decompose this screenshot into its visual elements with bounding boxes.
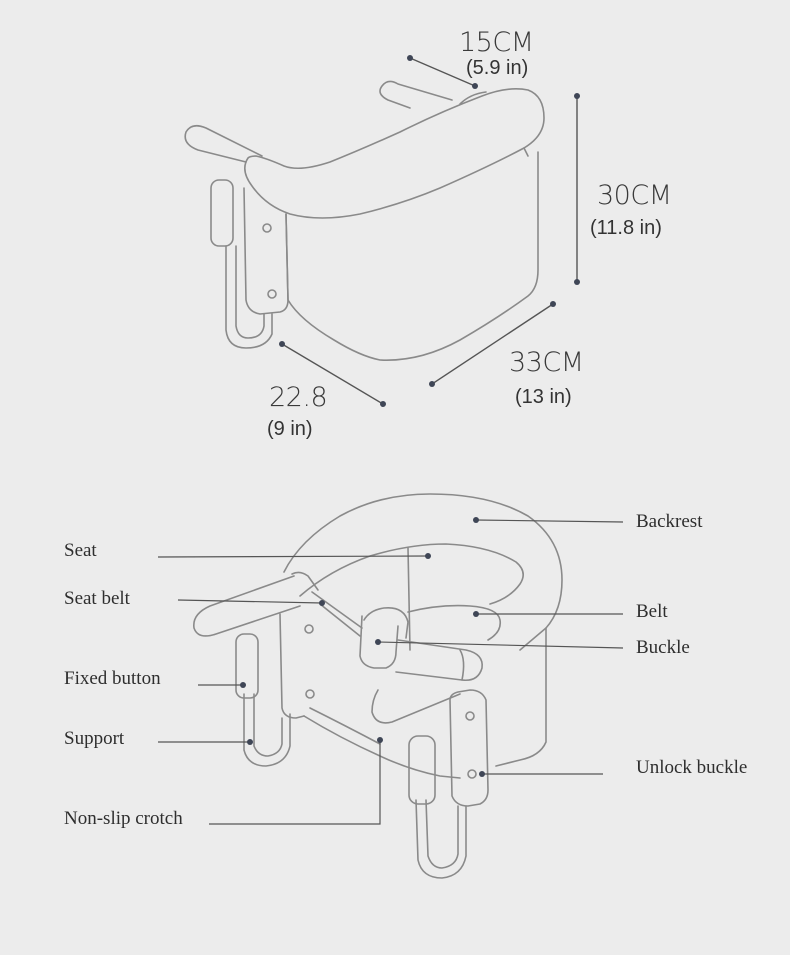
label-backrest: Backrest [636,511,703,532]
bottom-chair-drawing [193,493,563,879]
width-value: 33CM [509,347,584,378]
part-dots [240,517,485,777]
part-leader-lines [157,519,624,825]
width-imperial: (13 in) [515,386,572,408]
height-value: 30CM [597,180,672,211]
length-imperial: (9 in) [267,418,313,440]
label-fixed-button: Fixed button [64,668,161,689]
label-belt: Belt [636,601,668,622]
dimension-dots [279,55,580,407]
label-seat: Seat [64,540,97,561]
label-buckle: Buckle [636,637,690,658]
label-unlock-buckle: Unlock buckle [636,757,748,778]
label-support: Support [64,728,125,749]
top-chair-drawing [184,80,545,361]
height-imperial: (11.8 in) [590,217,662,239]
label-non-slip-crotch: Non-slip crotch [64,808,183,829]
label-seat-belt: Seat belt [64,588,130,609]
depth-imperial: (5.9 in) [466,57,529,79]
depth-value: 15CM [459,27,534,58]
length-value: 22.8 [269,382,328,413]
dimension-lines [281,57,578,405]
